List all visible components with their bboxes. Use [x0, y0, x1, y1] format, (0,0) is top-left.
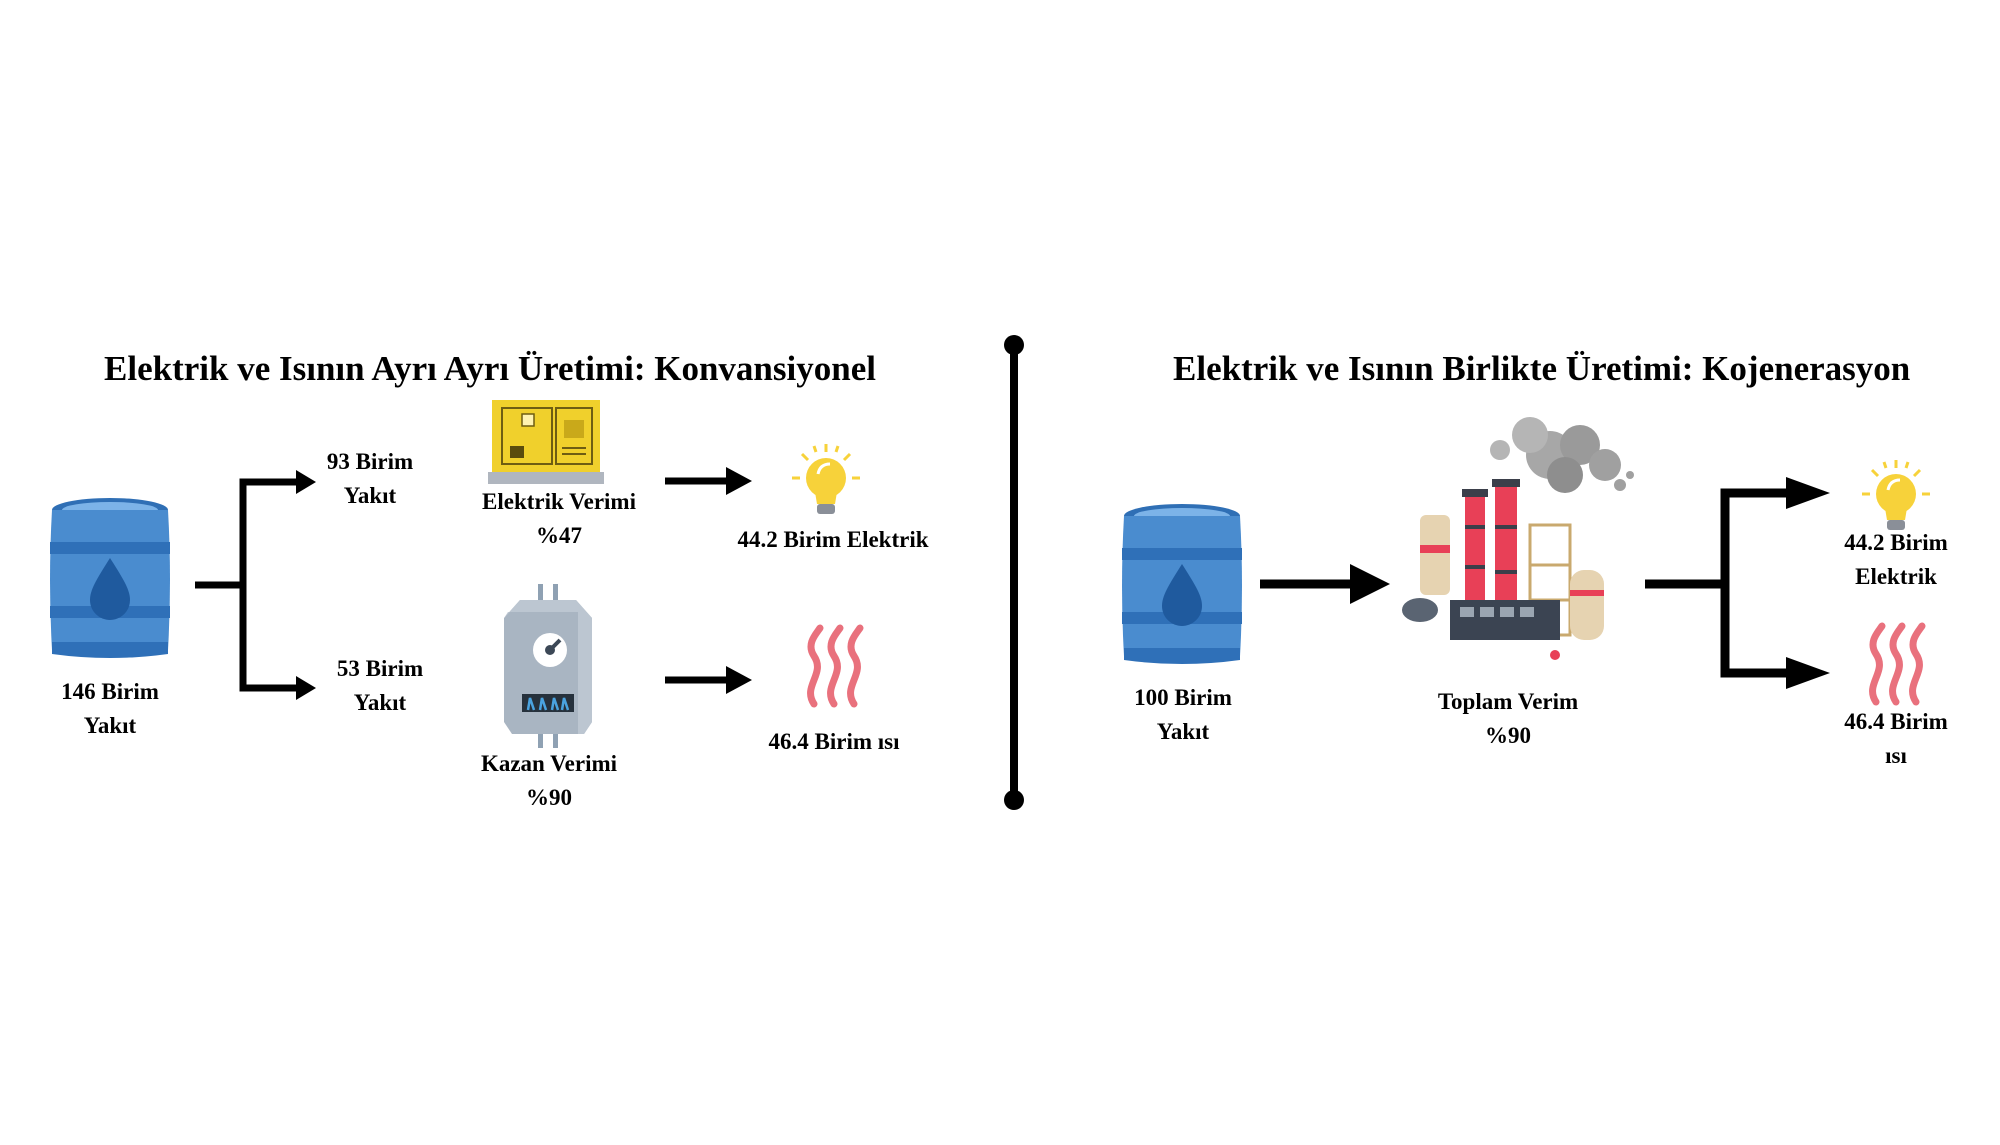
- boiler-icon: [504, 584, 592, 748]
- boiler-efficiency-label: Kazan Verimi%90: [480, 751, 618, 810]
- oil-barrel-icon: [50, 498, 170, 658]
- total-efficiency-label: Toplam Verim%90: [1437, 689, 1579, 748]
- elec-efficiency-label: Elektrik Verimi%47: [482, 489, 636, 548]
- light-bulb-icon: [1860, 458, 1932, 532]
- left-title: Elektrik ve Isının Ayrı Ayrı Üretimi: Ko…: [104, 349, 876, 388]
- divider: [1004, 335, 1024, 810]
- arrowhead-elec-fuel: [296, 470, 316, 494]
- oil-barrel-icon: [1122, 504, 1242, 664]
- right-title: Elektrik ve Isının Birlikte Üretimi: Koj…: [1173, 349, 1911, 388]
- branch-connector-right: [1645, 488, 1790, 678]
- factory-icon: [1402, 417, 1634, 660]
- light-bulb-icon: [790, 442, 862, 516]
- heat-output-label-left: 46.4 Birim ısı: [768, 729, 900, 754]
- branch-connector-left: [195, 478, 300, 692]
- heat-waves-icon: [811, 628, 860, 704]
- arrowhead-heat-fuel: [296, 676, 316, 700]
- elec-output-label-left: 44.2 Birim Elektrik: [737, 527, 929, 552]
- heat-waves-icon: [1873, 626, 1922, 702]
- generator-icon: [488, 400, 604, 484]
